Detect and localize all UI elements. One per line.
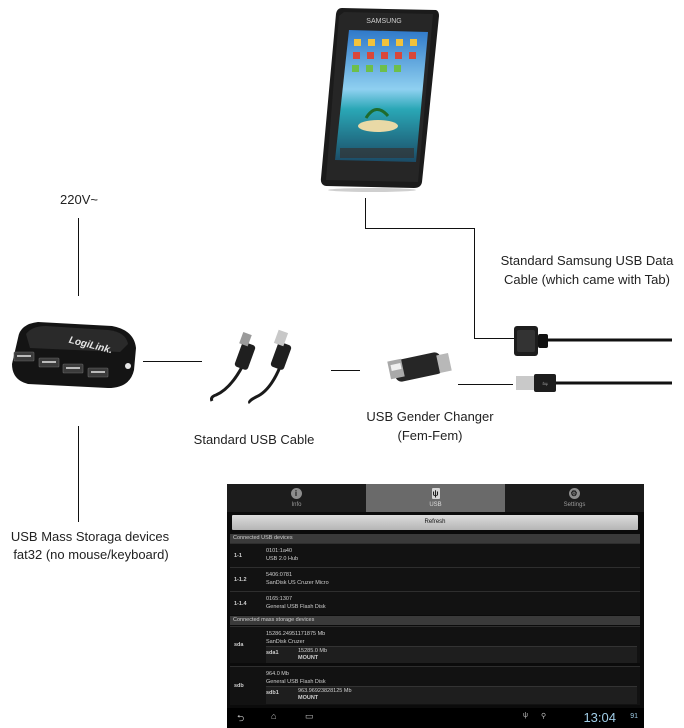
usb-device-row[interactable]: 1-1 0101:1a40 USB 2.0 Hub xyxy=(230,543,640,567)
mount-button[interactable]: MOUNT xyxy=(298,655,319,661)
battery-level: 91 xyxy=(630,713,638,720)
mount-button[interactable]: MOUNT xyxy=(298,695,319,701)
power-wire xyxy=(78,218,79,296)
storage-device-id: sdb xyxy=(234,683,244,689)
app-tab-bar: i Info ψ USB ⚙ Settings xyxy=(227,484,644,512)
usb-device-id: 1-1.2 xyxy=(234,576,247,583)
storage-device-id: sda xyxy=(234,642,244,648)
storage-device-row[interactable]: sdb 964.0 Mb General USB Flash Disk sdb1… xyxy=(230,666,640,705)
tab-info[interactable]: i Info xyxy=(227,484,366,512)
storage-device-size: 15286.24951171875 Mb xyxy=(266,631,326,637)
usb-device-row[interactable]: 1-1.4 0165:1307 General USB Flash Disk xyxy=(230,591,640,615)
usb-device-name: General USB Flash Disk xyxy=(266,604,326,610)
hub-to-cable-wire xyxy=(143,361,202,362)
samsung-tablet: SAMSUNG xyxy=(318,6,440,192)
partition-row: sda1 15285.0 Mb MOUNT xyxy=(266,646,637,663)
standard-usb-cable xyxy=(204,327,308,405)
storage-device-size: 964.0 Mb xyxy=(266,671,289,677)
mass-storage-label-line2: fat32 (no mouse/keyboard) xyxy=(13,547,169,562)
samsung-cable-lead-wire-horizontal xyxy=(474,338,514,339)
settings-icon: ⚙ xyxy=(568,488,580,499)
tab-settings-label: Settings xyxy=(563,502,586,508)
storage-section-header: Connected mass storage devices xyxy=(230,616,640,625)
samsung-cable-lead-wire xyxy=(474,228,475,339)
storage-device-row[interactable]: sda 15286.24951171875 Mb SanDisk Cruzer … xyxy=(230,626,640,663)
usb-device-name: USB 2.0 Hub xyxy=(266,556,299,562)
storage-device-name: General USB Flash Disk xyxy=(266,679,326,685)
usb-status-icon: ⚲ xyxy=(541,713,547,720)
logilink-usb-hub: LogiLink. xyxy=(8,318,142,392)
samsung-cable-label-line1: Standard Samsung USB Data xyxy=(500,253,674,268)
partition-name: sda1 xyxy=(266,650,279,656)
usb-device-vendor-product: 0165:1307 xyxy=(266,596,292,602)
tab-settings[interactable]: ⚙ Settings xyxy=(505,484,644,512)
storage-device-name: SanDisk Cruzer xyxy=(266,639,305,645)
home-icon[interactable]: ⌂ xyxy=(271,711,277,721)
tablet-cable-wire-horizontal xyxy=(365,228,474,229)
partition-row: sdb1 963.96923828125 Mb MOUNT xyxy=(266,686,637,704)
usb-gender-changer xyxy=(386,350,454,386)
power-label: 220V~ xyxy=(60,192,98,207)
recent-apps-icon[interactable]: ▭ xyxy=(305,711,314,721)
system-nav-bar: ⮌ ⌂ ▭ ψ ⚲ 13:04 91 xyxy=(227,708,644,728)
partition-name: sdb1 xyxy=(266,690,279,696)
tab-usb[interactable]: ψ USB xyxy=(366,484,505,512)
usb-device-id: 1-1.4 xyxy=(234,600,247,607)
usb-device-name: SanDisk US Cruzer Micro xyxy=(266,580,329,586)
tablet-cable-wire-vertical xyxy=(365,198,366,229)
svg-text:⇋: ⇋ xyxy=(542,380,548,388)
info-icon: i xyxy=(290,488,302,499)
tablet-brand-text: SAMSUNG xyxy=(366,18,401,25)
android-usb-app-screenshot: i Info ψ USB ⚙ Settings Refresh Connecte… xyxy=(227,484,644,728)
usb-cable-label: Standard USB Cable xyxy=(193,432,315,447)
partition-size: 963.96923828125 Mb xyxy=(298,688,352,694)
tab-usb-label: USB xyxy=(429,502,442,508)
notification-icon: ψ xyxy=(523,712,528,719)
usb-devices-section-header: Connected USB devices xyxy=(230,534,640,543)
usb-device-vendor-product: 0101:1a40 xyxy=(266,548,292,554)
samsung-cable-label-line2: Cable (which came with Tab) xyxy=(504,272,670,287)
refresh-button[interactable]: Refresh xyxy=(232,515,638,530)
hub-to-storage-wire xyxy=(78,426,79,522)
partition-size: 15285.0 Mb xyxy=(298,648,328,654)
changer-to-cable-wire xyxy=(458,384,513,385)
back-icon[interactable]: ⮌ xyxy=(237,713,245,723)
usb-device-vendor-product: 5406:0781 xyxy=(266,572,292,578)
cable-to-changer-wire xyxy=(331,370,360,371)
status-clock: 13:04 xyxy=(583,710,616,725)
usb-icon: ψ xyxy=(431,488,440,499)
gender-changer-label-line1: USB Gender Changer xyxy=(366,409,494,424)
samsung-data-cable: ⇋ xyxy=(512,318,672,398)
gender-changer-label-line2: (Fem-Fem) xyxy=(397,428,463,443)
mass-storage-label-line1: USB Mass Storaga devices xyxy=(10,529,170,544)
tab-info-label: Info xyxy=(291,502,302,508)
usb-device-row[interactable]: 1-1.2 5406:0781 SanDisk US Cruzer Micro xyxy=(230,567,640,591)
usb-device-id: 1-1 xyxy=(234,552,242,559)
